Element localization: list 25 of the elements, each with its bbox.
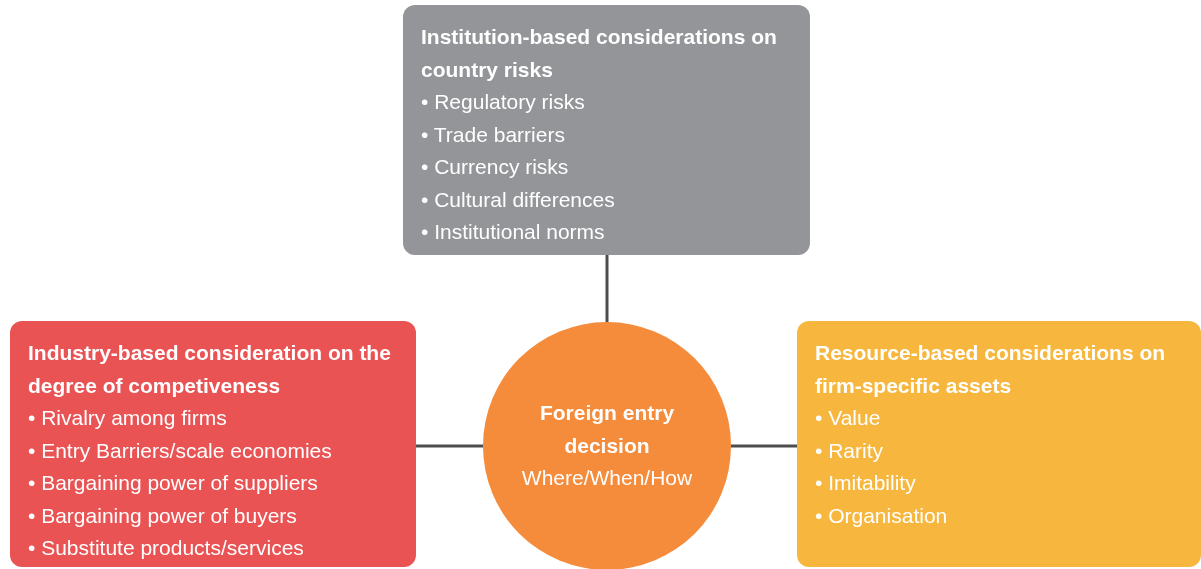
connector-line xyxy=(416,444,483,448)
bullet-item: • Rarity xyxy=(815,437,885,464)
node-heading: Industry-based consideration on the degree of competiveness xyxy=(28,340,392,399)
bullet-item: • Organisation xyxy=(815,502,949,529)
bullet-item: • Regulatory risks xyxy=(421,89,586,115)
bullet-item: • Institutional norms xyxy=(421,219,606,245)
category-box xyxy=(10,321,416,567)
category-box xyxy=(403,5,810,255)
bullet-item: • Currency risks xyxy=(421,154,570,180)
bullet-item: • Trade barriers xyxy=(421,121,566,148)
connector-line xyxy=(731,444,797,448)
node-heading: Foreign entry decision xyxy=(538,400,676,459)
bullet-item: • Bargaining power of buyers xyxy=(28,502,298,529)
bullet-item: • Entry Barriers/scale economies xyxy=(28,437,333,464)
bullet-item: • Cultural differences xyxy=(421,186,616,213)
bullet-item: • Value xyxy=(815,405,882,431)
category-box xyxy=(797,321,1201,567)
node-heading: Resource-based considerations on firm-specific assets xyxy=(815,340,1167,399)
node-subtitle: Where/When/How xyxy=(521,465,693,492)
connector-line xyxy=(605,255,609,322)
bullet-item: • Bargaining power of suppliers xyxy=(28,470,319,496)
bullet-item: • Substitute products/services xyxy=(28,535,305,561)
node-heading: Institution-based considerations on country risks xyxy=(421,24,778,83)
bullet-item: • Imitability xyxy=(815,470,917,496)
bullet-item: • Rivalry among firms xyxy=(28,405,228,431)
